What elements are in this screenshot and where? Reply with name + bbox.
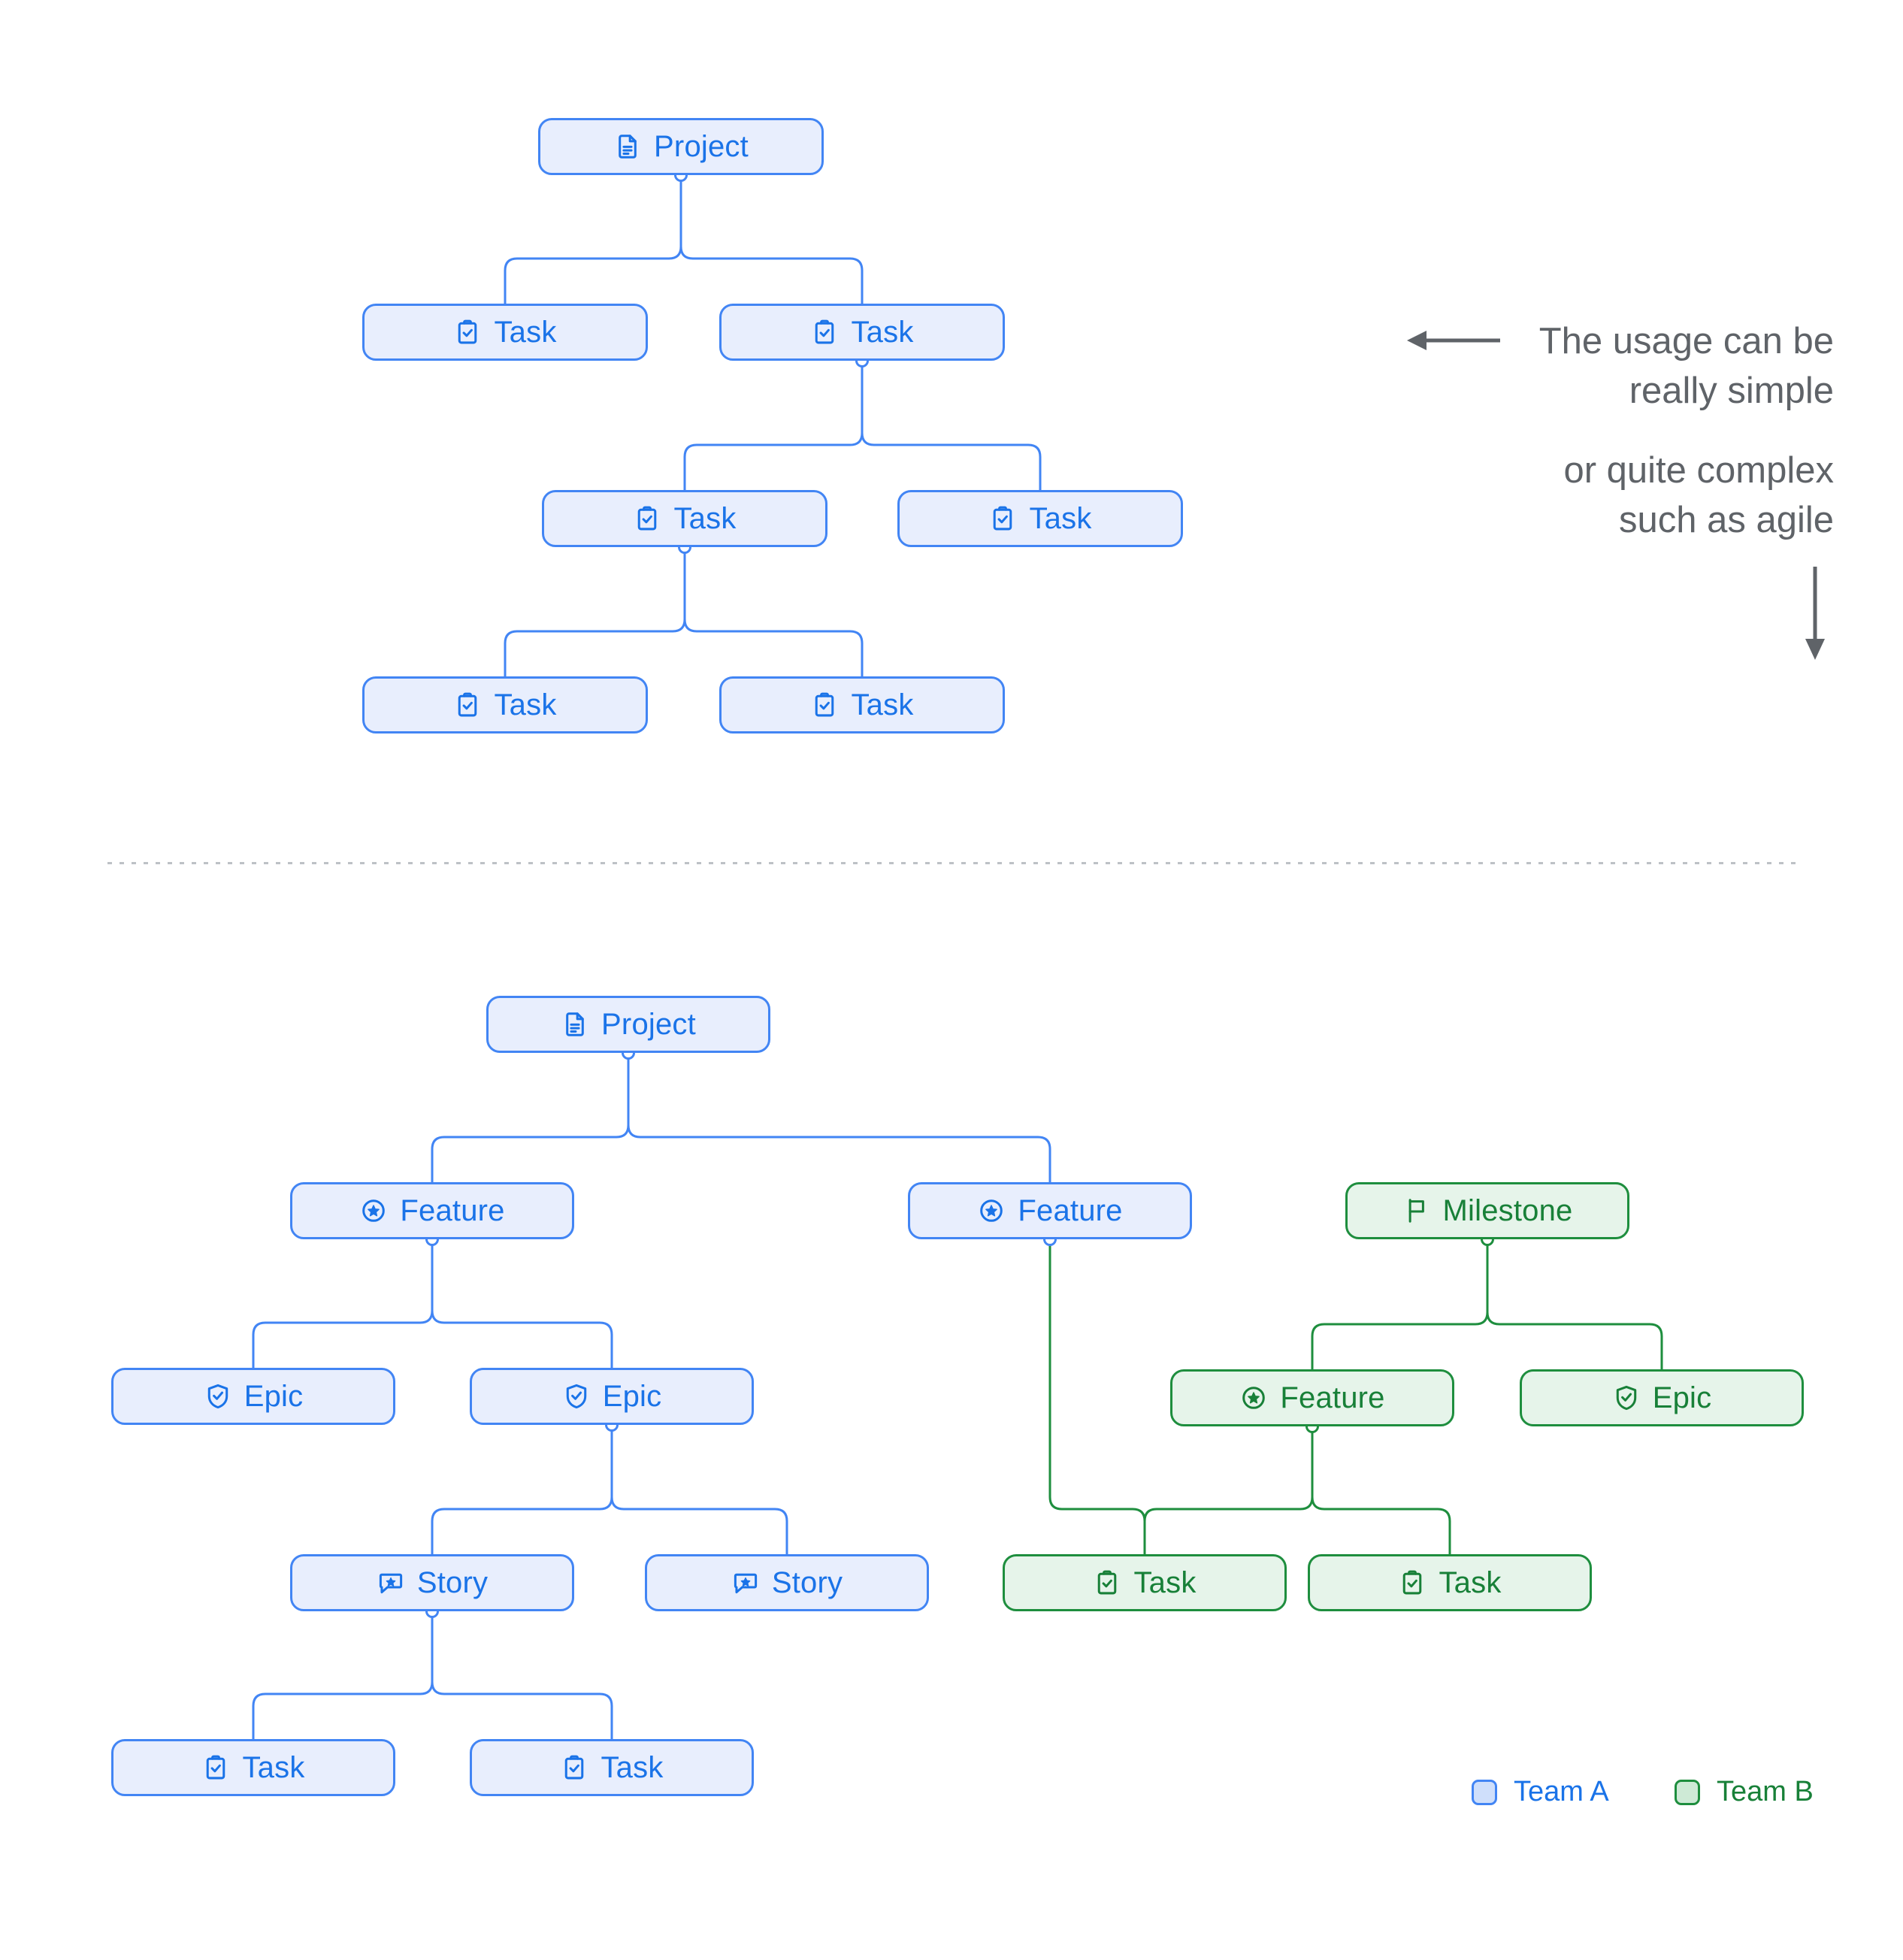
edge-b1-to-b3: [1486, 1239, 1663, 1369]
edge-a6-to-a8: [252, 1611, 434, 1739]
task-icon: [201, 1753, 230, 1782]
node-label: Task: [1029, 502, 1092, 535]
node-task[interactable]: Task: [362, 676, 648, 733]
epic-icon: [562, 1382, 591, 1411]
document-icon: [561, 1010, 589, 1039]
task-icon: [453, 318, 482, 346]
annotation-line-4: such as agile: [1618, 499, 1834, 540]
node-task[interactable]: Task: [470, 1739, 754, 1796]
node-task[interactable]: Task: [719, 304, 1005, 361]
edge-a3-to-b4: [1048, 1239, 1146, 1554]
swatch-blue-icon: [1472, 1779, 1497, 1805]
node-label: Task: [851, 688, 914, 721]
milestone-icon: [1402, 1196, 1431, 1225]
legend-label-team-b: Team B: [1717, 1776, 1814, 1807]
task-icon: [560, 1753, 588, 1782]
edge-a1-to-a3: [627, 1053, 1051, 1182]
task-icon: [810, 318, 839, 346]
edge-a5-to-a6: [431, 1425, 613, 1554]
node-story[interactable]: Story: [645, 1554, 929, 1611]
node-label: Task: [851, 316, 914, 349]
node-task[interactable]: Task: [897, 490, 1183, 547]
node-feature[interactable]: Feature: [908, 1182, 1192, 1239]
feature-icon: [359, 1196, 388, 1225]
feature-icon: [977, 1196, 1006, 1225]
edge-a2-to-a5: [431, 1239, 613, 1368]
node-label: Epic: [1652, 1381, 1712, 1414]
node-label: Milestone: [1442, 1194, 1573, 1227]
node-label: Feature: [1280, 1381, 1385, 1414]
arrow-left-icon: [1407, 331, 1500, 350]
feature-icon: [1239, 1384, 1268, 1412]
edge-s1-to-s2: [504, 175, 682, 304]
annotation-line-3: or quite complex: [1563, 450, 1834, 491]
edge-b2-to-b5: [1311, 1426, 1451, 1554]
node-label: Epic: [602, 1380, 662, 1413]
node-milestone[interactable]: Milestone: [1345, 1182, 1629, 1239]
node-feature[interactable]: Feature: [290, 1182, 574, 1239]
node-task[interactable]: Task: [719, 676, 1005, 733]
edge-b1-to-b2: [1311, 1239, 1489, 1369]
task-icon: [453, 691, 482, 719]
task-icon: [810, 691, 839, 719]
task-icon: [633, 504, 661, 533]
epic-icon: [1612, 1384, 1641, 1412]
annotation-line-2: really simple: [1629, 370, 1834, 411]
node-label: Epic: [244, 1380, 304, 1413]
node-task[interactable]: Task: [542, 490, 827, 547]
story-icon: [731, 1568, 760, 1597]
node-label: Project: [601, 1008, 696, 1041]
node-task[interactable]: Task: [111, 1739, 395, 1796]
legend-team-a: Team A: [1472, 1776, 1609, 1808]
node-project[interactable]: Project: [538, 118, 824, 175]
node-label: Task: [601, 1751, 664, 1784]
edge-s4-to-s7: [683, 547, 864, 676]
node-task[interactable]: Task: [362, 304, 648, 361]
edge-a5-to-a7: [610, 1425, 788, 1554]
node-task[interactable]: Task: [1308, 1554, 1592, 1611]
node-label: Task: [1439, 1566, 1502, 1599]
dotted-divider: [107, 862, 1796, 864]
edge-s3-to-s5: [861, 361, 1042, 490]
task-icon: [1093, 1568, 1121, 1597]
node-story[interactable]: Story: [290, 1554, 574, 1611]
legend-team-b: Team B: [1675, 1776, 1814, 1808]
node-label: Feature: [400, 1194, 505, 1227]
node-label: Task: [1133, 1566, 1197, 1599]
story-icon: [377, 1568, 405, 1597]
node-epic[interactable]: Epic: [1520, 1369, 1804, 1426]
node-label: Task: [242, 1751, 305, 1784]
annotation-block: The usage can be really simple: [1496, 317, 1834, 416]
node-label: Task: [673, 502, 737, 535]
edge-a6-to-a9: [431, 1611, 613, 1739]
epic-icon: [204, 1382, 232, 1411]
edge-b2-to-b4: [1143, 1426, 1314, 1554]
node-label: Story: [771, 1566, 843, 1599]
node-label: Task: [494, 316, 557, 349]
node-label: Task: [494, 688, 557, 721]
node-task[interactable]: Task: [1003, 1554, 1287, 1611]
node-feature[interactable]: Feature: [1170, 1369, 1454, 1426]
edge-s3-to-s4: [683, 361, 864, 490]
annotation-block-2: or quite complex such as agile: [1496, 446, 1834, 545]
edge-s4-to-s6: [504, 547, 686, 676]
arrow-down-icon: [1805, 567, 1825, 660]
task-icon: [1398, 1568, 1426, 1597]
edge-a2-to-a4: [252, 1239, 434, 1368]
node-epic[interactable]: Epic: [111, 1368, 395, 1425]
node-label: Story: [416, 1566, 489, 1599]
edge-s1-to-s3: [679, 175, 864, 304]
node-label: Feature: [1018, 1194, 1123, 1227]
node-project[interactable]: Project: [486, 996, 770, 1053]
node-epic[interactable]: Epic: [470, 1368, 754, 1425]
document-icon: [613, 132, 642, 161]
swatch-green-icon: [1675, 1779, 1700, 1805]
node-label: Project: [654, 130, 749, 163]
edge-a1-to-a2: [431, 1053, 630, 1182]
task-icon: [988, 504, 1017, 533]
legend-label-team-a: Team A: [1514, 1776, 1609, 1807]
annotation-line-1: The usage can be: [1538, 321, 1834, 361]
